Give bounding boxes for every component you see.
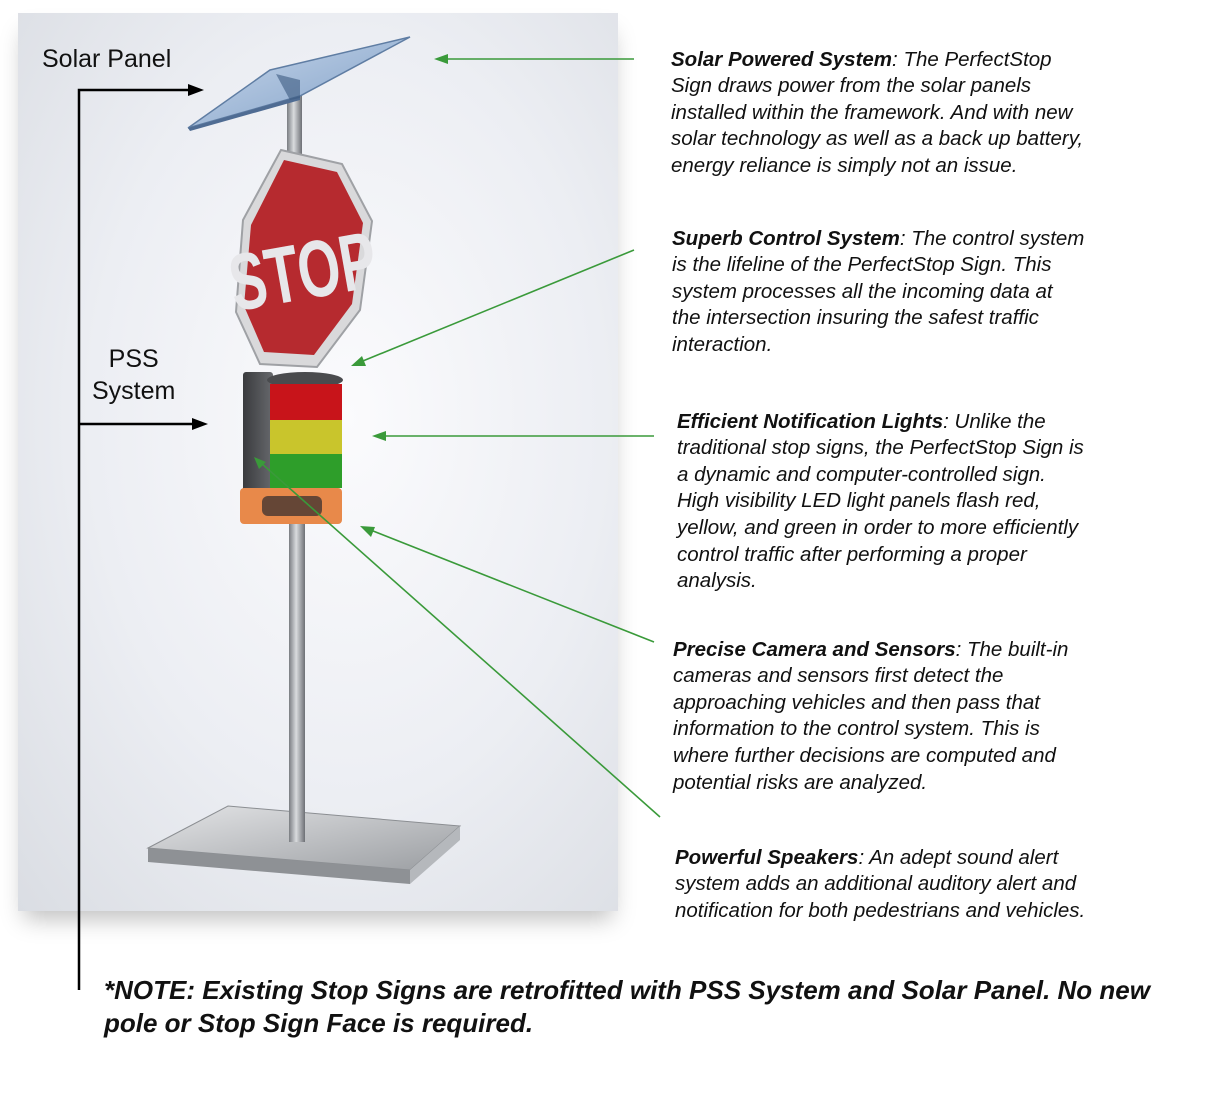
- callout-title: Superb Control System: [672, 226, 900, 250]
- callout-body: : An adept sound alert system adds an ad…: [675, 845, 1086, 922]
- callout-efficient-notification-lights: Efficient Notification Lights: Unlike th…: [677, 382, 1084, 595]
- retrofit-note: *NOTE: Existing Stop Signs are retrofitt…: [104, 975, 1150, 1038]
- callout-body: : The control system is the lifeline of …: [672, 226, 1085, 356]
- pss-housing: [240, 372, 343, 524]
- pss-system-label: PSS System: [92, 345, 176, 405]
- solar-bracket-arrowhead: [188, 84, 204, 96]
- callout-title: Solar Powered System: [671, 47, 893, 71]
- pss-bracket-arrowhead: [192, 418, 208, 430]
- red-light: [270, 384, 342, 420]
- solar-panel-label: Solar Panel: [42, 45, 172, 73]
- callout-body: : Unlike the traditional stop signs, the…: [677, 409, 1084, 593]
- callout-title: Efficient Notification Lights: [677, 409, 944, 433]
- solar-panel: [187, 36, 411, 131]
- callout-precise-camera-and-sensors: Precise Camera and Sensors: The built-in…: [673, 610, 1068, 796]
- callout-solar-powered-system: Solar Powered System: The PerfectStop Si…: [671, 20, 1083, 180]
- callout-body: : The PerfectStop Sign draws power from …: [671, 47, 1084, 177]
- pole: [289, 520, 305, 842]
- callout-title: Precise Camera and Sensors: [673, 637, 956, 661]
- stop-sign: STOP: [222, 148, 383, 369]
- callout-superb-control-system: Superb Control System: The control syste…: [672, 199, 1084, 359]
- green-light: [270, 454, 342, 488]
- bracket-lines: [77, 88, 195, 990]
- callout-arrows: [254, 54, 661, 818]
- callout-powerful-speakers: Powerful Speakers: An adept sound alert …: [675, 818, 1085, 924]
- yellow-light: [270, 420, 342, 454]
- callout-title: Powerful Speakers: [675, 845, 859, 869]
- callout-body: : The built-in cameras and sensors first…: [673, 637, 1069, 794]
